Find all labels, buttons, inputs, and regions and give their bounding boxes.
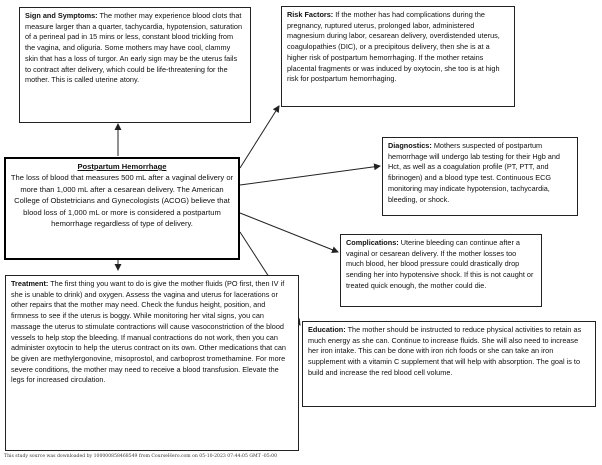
- signs-text: The mother may experience blood clots th…: [25, 11, 243, 85]
- arrow-to-risk: [239, 105, 280, 169]
- education-box: Education: The mother should be instruct…: [302, 321, 596, 407]
- center-topic-box: Postpartum Hemorrhage The loss of blood …: [4, 157, 240, 260]
- education-label: Education:: [308, 325, 346, 334]
- education-text: The mother should be instructed to reduc…: [308, 325, 582, 377]
- arrow-to-diagnostics: [239, 163, 381, 186]
- treatment-label: Treatment:: [11, 279, 49, 288]
- complications-label: Complications:: [346, 238, 399, 247]
- risk-box: Risk Factors: If the mother has had comp…: [281, 6, 515, 107]
- center-definition: The loss of blood that measures 500 mL a…: [10, 173, 234, 228]
- arrow-to-complications: [239, 212, 339, 254]
- complications-text: Uterine bleeding can continue after a va…: [346, 238, 534, 290]
- diagnostics-box: Diagnostics: Mothers suspected of postpa…: [382, 137, 578, 216]
- treatment-box: Treatment: The first thing you want to d…: [5, 275, 299, 451]
- source-footer: This study source was downloaded by 1000…: [4, 454, 278, 459]
- page-title: Postpartum Hemorrhage: [77, 162, 167, 171]
- complications-box: Complications: Uterine bleeding can cont…: [340, 234, 542, 307]
- signs-label: Sign and Symptoms:: [25, 11, 98, 20]
- diagnostics-text: Mothers suspected of postpartum hemorrha…: [388, 141, 560, 204]
- treatment-text: The first thing you want to do is give t…: [11, 279, 286, 385]
- signs-box: Sign and Symptoms: The mother may experi…: [19, 7, 251, 123]
- risk-text: If the mother has had complications duri…: [287, 10, 500, 84]
- risk-label: Risk Factors:: [287, 10, 334, 19]
- diagnostics-label: Diagnostics:: [388, 141, 432, 150]
